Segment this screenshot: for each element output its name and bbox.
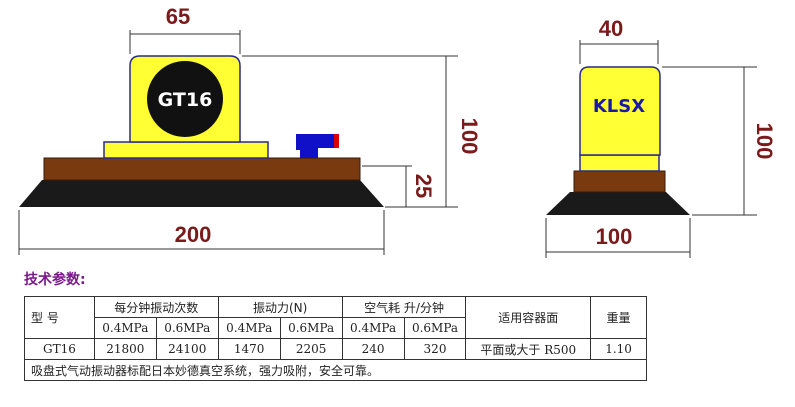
cell-force-06: 2205 <box>279 338 343 360</box>
right-base-plate <box>573 170 666 193</box>
cell-air-06: 320 <box>403 338 467 360</box>
left-flange <box>103 141 269 159</box>
pressure-freq-04: 0.4MPa <box>93 317 157 339</box>
left-dim-top: 65 <box>166 4 190 29</box>
header-force: 振动力(N) <box>217 296 343 318</box>
header-surface: 适用容器面 <box>465 296 592 339</box>
table-row: GT16 21800 24100 1470 2205 240 320 平面或大于… <box>24 338 647 360</box>
right-housing <box>579 66 661 156</box>
spec-table: 型 号 每分钟振动次数 振动力(N) 空气耗 升/分钟 适用容器面 重量 0.4… <box>24 296 647 381</box>
cell-weight: 1.10 <box>590 338 647 360</box>
left-ball <box>147 61 223 137</box>
left-model-label: GT16 <box>158 89 213 111</box>
cell-force-04: 1470 <box>217 338 281 360</box>
table-pressure-row: 0.4MPa 0.6MPa 0.4MPa 0.6MPa 0.4MPa 0.6MP… <box>25 317 647 339</box>
left-base-plate <box>43 157 361 181</box>
pressure-air-06: 0.6MPa <box>403 317 467 339</box>
right-dim-top: 40 <box>599 16 623 41</box>
header-air: 空气耗 升/分钟 <box>341 296 467 318</box>
table-note-row: 吸盘式气动振动器标配日本妙德真空系统，强力吸附，安全可靠。 <box>24 359 647 381</box>
cell-model: GT16 <box>24 338 95 360</box>
right-model-label: KLSX <box>593 96 645 117</box>
table-header-row: 型 号 每分钟振动次数 振动力(N) 空气耗 升/分钟 适用容器面 重量 <box>24 296 647 339</box>
right-collar <box>579 154 660 172</box>
left-dim-bottom: 200 <box>175 222 212 247</box>
left-vibrator: GT16 65 100 25 200 <box>18 4 482 255</box>
right-dim-height: 100 <box>752 123 777 160</box>
pressure-force-04: 0.4MPa <box>217 317 281 339</box>
air-fitting-tip <box>334 134 339 148</box>
pressure-force-06: 0.6MPa <box>279 317 343 339</box>
right-dim-bottom: 100 <box>596 224 633 249</box>
left-suction-cup <box>19 180 384 207</box>
spec-heading: 技术参数: <box>24 272 86 288</box>
pressure-freq-06: 0.6MPa <box>155 317 219 339</box>
header-model: 型 号 <box>24 296 95 339</box>
left-dim-base: 25 <box>411 174 436 198</box>
technical-drawing: GT16 65 100 25 200 KLSX <box>18 4 777 258</box>
header-freq: 每分钟振动次数 <box>93 296 219 318</box>
cell-air-04: 240 <box>341 338 405 360</box>
header-weight: 重量 <box>590 296 647 339</box>
cell-surface: 平面或大于 R500 <box>465 338 592 360</box>
cell-freq-06: 24100 <box>155 338 219 360</box>
cell-freq-04: 21800 <box>93 338 157 360</box>
air-fitting <box>296 134 334 158</box>
left-dim-height: 100 <box>457 118 482 155</box>
right-vibrator: KLSX 40 100 100 <box>545 16 777 258</box>
right-suction-cup <box>546 192 690 215</box>
spec-note: 吸盘式气动振动器标配日本妙德真空系统，强力吸附，安全可靠。 <box>24 359 647 381</box>
pressure-air-04: 0.4MPa <box>341 317 405 339</box>
